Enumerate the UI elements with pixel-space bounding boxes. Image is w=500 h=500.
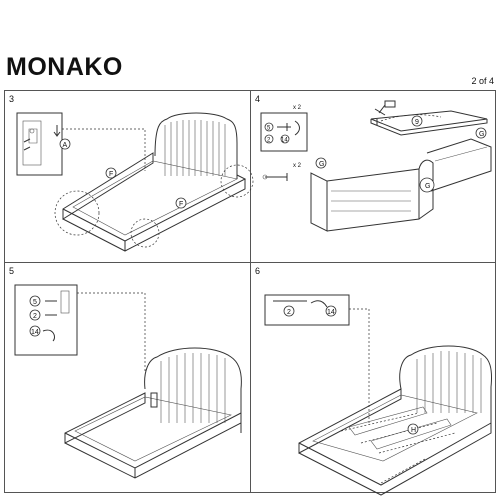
svg-text:H: H	[411, 427, 416, 434]
callout-a-label: A	[63, 142, 68, 149]
detail-inset	[16, 112, 63, 176]
step-3-illustration: A F F	[16, 112, 254, 252]
step-4-panel: 4 x 2 5 2 14 x 2 9 G G	[251, 91, 495, 262]
page-number: 2 of 4	[471, 76, 494, 86]
callout-f-label: F	[179, 201, 183, 208]
step-6-panel: 6 2 14 H	[251, 263, 495, 496]
callout-f-label: F	[109, 171, 113, 178]
svg-text:9: 9	[415, 119, 419, 126]
hardware-inset	[260, 112, 308, 152]
step-number: 5	[9, 266, 15, 276]
svg-text:14: 14	[31, 329, 39, 336]
callout-a	[59, 138, 71, 150]
svg-text:2: 2	[33, 313, 37, 320]
svg-text:2: 2	[267, 138, 271, 144]
svg-text:5: 5	[267, 126, 271, 132]
svg-text:14: 14	[281, 138, 288, 144]
callout-f	[105, 167, 117, 179]
horizontal-divider	[5, 262, 495, 263]
hardware-inset	[264, 294, 350, 326]
svg-text:G: G	[479, 131, 484, 138]
step-number: 6	[255, 266, 261, 276]
instruction-sheet: 3 A F F	[4, 90, 496, 496]
svg-text:G: G	[319, 161, 324, 168]
vertical-divider	[250, 91, 251, 492]
svg-text:x 2: x 2	[293, 163, 302, 169]
step-5-panel: 5 5 2 14	[5, 263, 250, 492]
detail-circle	[220, 164, 254, 198]
svg-text:5: 5	[33, 299, 37, 306]
step-number: 3	[9, 94, 15, 104]
svg-text:2: 2	[287, 309, 291, 316]
quantity-label: x 2	[293, 105, 302, 111]
step-3-panel: 3 A F F	[5, 91, 254, 262]
step-4-illustration: x 2 5 2 14 x 2 9 G G G	[260, 100, 492, 232]
detail-circle	[54, 190, 100, 236]
callout-f	[175, 197, 187, 209]
detail-circle	[130, 218, 160, 248]
svg-text:14: 14	[327, 309, 335, 316]
step-number: 4	[255, 94, 261, 104]
step-5-illustration: 5 2 14	[14, 284, 242, 479]
document-title: MONAKO	[6, 53, 123, 81]
hardware-inset	[14, 284, 78, 356]
step-6-illustration: 2 14 H	[264, 294, 492, 496]
svg-text:G: G	[425, 183, 430, 190]
